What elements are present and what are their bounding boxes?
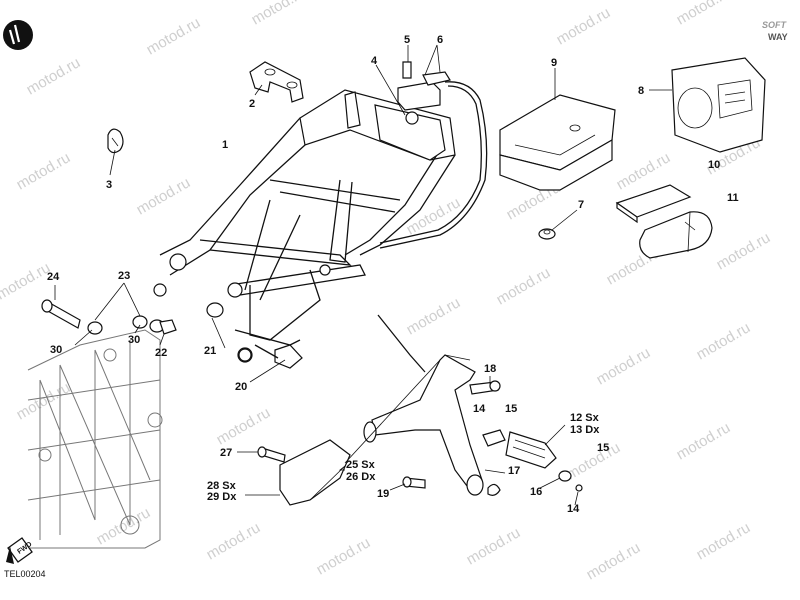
- watermark: motod.ru: [584, 539, 644, 583]
- callout-5: 5: [404, 34, 410, 46]
- storage-tray: [499, 94, 616, 191]
- main-frame-ghost: [27, 329, 163, 549]
- callout-labels: 1 2 3 4 5 6 7 8 9 10 11 12 Sx 13 Dx 14 1…: [47, 34, 739, 515]
- watermark: motod.ru: [14, 149, 74, 193]
- callout-14b: 14: [567, 503, 580, 515]
- roll-part-11: [639, 211, 713, 259]
- footpeg: [482, 429, 583, 496]
- callout-27: 27: [220, 447, 232, 459]
- callout-8: 8: [638, 85, 644, 97]
- diagram-code: TEL00204: [4, 569, 46, 579]
- callout-15b: 15: [597, 442, 609, 454]
- callout-28: 28 Sx: [207, 480, 237, 492]
- watermark: motod.ru: [594, 344, 654, 388]
- callout-17: 17: [508, 465, 520, 477]
- cover-part-8: [671, 57, 766, 153]
- watermark: motod.ru: [674, 0, 734, 28]
- callout-9: 9: [551, 57, 557, 69]
- watermark: motod.ru: [554, 4, 614, 48]
- watermark: motod.ru: [24, 54, 84, 98]
- callout-24: 24: [47, 271, 60, 283]
- callout-11: 11: [727, 192, 739, 204]
- callout-18: 18: [484, 363, 496, 375]
- logo-text-top: SOFT: [762, 20, 788, 30]
- callout-22: 22: [155, 347, 167, 359]
- callout-13: 13 Dx: [570, 424, 600, 436]
- callout-1: 1: [222, 139, 228, 151]
- callout-30a: 30: [50, 344, 62, 356]
- watermark: motod.ru: [314, 534, 374, 578]
- grommet-part-7: [538, 228, 556, 240]
- watermark: motod.ru: [204, 519, 264, 563]
- watermark: motod.ru: [144, 14, 204, 58]
- callout-2: 2: [249, 98, 255, 110]
- forward-arrow-icon: FWD: [6, 537, 33, 564]
- leader-lines: [54, 44, 672, 506]
- watermark: motod.ru: [564, 439, 624, 483]
- callout-23: 23: [118, 270, 130, 282]
- softway-logo: SOFT WAY: [762, 20, 788, 42]
- watermark: motod.ru: [249, 0, 309, 28]
- bracket-part-2: [249, 61, 304, 103]
- callout-3: 3: [106, 179, 112, 191]
- callout-25: 25 Sx: [346, 459, 376, 471]
- bolt-part-19: [402, 476, 426, 489]
- callout-20: 20: [235, 381, 247, 393]
- callout-21: 21: [204, 345, 216, 357]
- callout-19: 19: [377, 488, 389, 500]
- logo-text-bottom: WAY: [768, 32, 788, 42]
- watermark: motod.ru: [14, 379, 74, 423]
- watermark: motod.ru: [464, 524, 524, 568]
- callout-26: 26 Dx: [346, 471, 376, 483]
- watermark: motod.ru: [134, 174, 194, 218]
- callout-7: 7: [578, 199, 584, 211]
- bolt-part-18: [469, 380, 501, 395]
- heel-guard-plate: [257, 439, 351, 506]
- rear-subframe: [153, 89, 456, 363]
- callout-10: 10: [708, 159, 720, 171]
- watermark: motod.ru: [214, 404, 274, 448]
- watermark: motod.ru: [404, 294, 464, 338]
- lock-assembly: [379, 61, 488, 249]
- brand-logo-icon: [3, 20, 33, 50]
- callout-12: 12 Sx: [570, 412, 600, 424]
- watermark: motod.ru: [694, 319, 754, 363]
- callout-4: 4: [371, 55, 378, 67]
- watermark: motod.ru: [714, 229, 774, 273]
- watermark: motod.ru: [0, 259, 53, 303]
- callout-16: 16: [530, 486, 542, 498]
- watermark: motod.ru: [674, 419, 734, 463]
- callout-30b: 30: [128, 334, 140, 346]
- callout-15a: 15: [505, 403, 517, 415]
- clip-part-3: [107, 128, 124, 154]
- callout-6: 6: [437, 34, 443, 46]
- watermark: motod.ru: [494, 264, 554, 308]
- bolt-washer-set-left: [41, 299, 224, 335]
- pad-part-10: [615, 184, 692, 224]
- footpeg-bracket: [363, 314, 484, 496]
- callout-29: 29 Dx: [207, 491, 237, 503]
- callout-14a: 14: [473, 403, 486, 415]
- watermark: motod.ru: [694, 519, 754, 563]
